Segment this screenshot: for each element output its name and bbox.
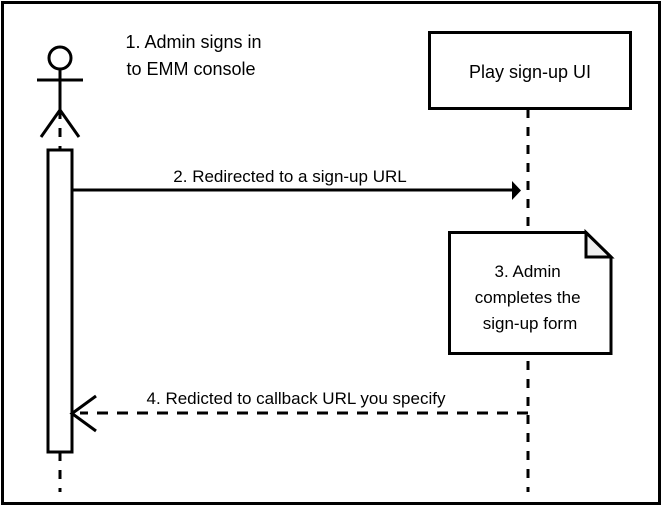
participant-play-signup-ui: Play sign-up UI bbox=[428, 31, 632, 492]
message-step2: 2. Redirected to a sign-up URL bbox=[72, 167, 521, 200]
participant-box-play-signup-ui bbox=[428, 31, 632, 110]
note-step3: 3. Admin completes the sign-up form bbox=[448, 228, 615, 355]
note-step3-text: 3. Admin completes the sign-up form bbox=[475, 262, 586, 333]
note-step3-body bbox=[448, 231, 613, 355]
note-step3-line2: completes the bbox=[475, 288, 581, 307]
note-step3-fold-icon bbox=[584, 228, 615, 259]
actor-admin bbox=[37, 45, 83, 492]
note-step3-line1: 3. Admin bbox=[495, 262, 561, 281]
stick-figure-actor-icon bbox=[37, 45, 83, 138]
annotation-step1-line2: to EMM console bbox=[126, 59, 255, 79]
annotation-step1-line1: 1. Admin signs in bbox=[125, 32, 261, 52]
message-step2-arrowhead bbox=[512, 181, 521, 200]
message-step2-label: 2. Redirected to a sign-up URL bbox=[173, 167, 406, 186]
participant-label-play-signup-ui: Play sign-up UI bbox=[469, 62, 591, 82]
note-step3-line3: sign-up form bbox=[483, 314, 577, 333]
activation-bar-admin bbox=[46, 148, 74, 454]
message-step4-label: 4. Redicted to callback URL you specify bbox=[147, 389, 446, 408]
annotation-step1: 1. Admin signs in to EMM console bbox=[125, 32, 266, 79]
message-step4: 4. Redicted to callback URL you specify bbox=[69, 389, 528, 433]
message-step4-arrowhead bbox=[69, 394, 97, 433]
